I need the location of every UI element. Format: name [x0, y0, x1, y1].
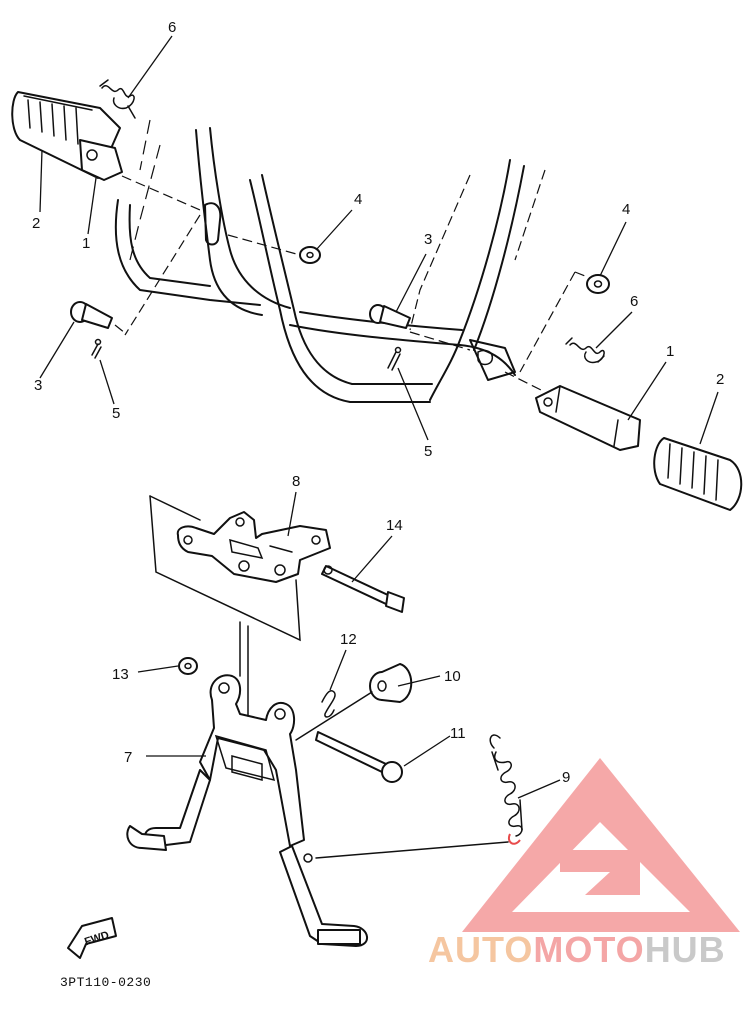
callout-stand-bracket: 8: [292, 473, 300, 490]
guide-box-bracket: [149, 495, 301, 642]
spring-right: [565, 337, 605, 364]
bracket-bolt: [321, 565, 405, 613]
callout-stand-spring: 9: [562, 769, 570, 786]
callout-cotter-pin-left: 5: [112, 405, 120, 422]
callout-washer-right: 4: [622, 201, 630, 218]
watermark-text: AUTOMOTOHUB: [428, 929, 726, 970]
plain-washer: [178, 657, 198, 675]
watermark-logo: [462, 758, 740, 932]
pin-right: [369, 304, 411, 329]
callout-pin-right: 3: [424, 231, 432, 248]
stand-stopper: [369, 663, 413, 703]
main-stand: [126, 674, 368, 947]
pin-left: [70, 301, 113, 329]
frame-outline: [114, 127, 525, 403]
footrest-left: [79, 139, 123, 181]
callout-bracket-bolt: 14: [386, 517, 403, 534]
callout-footrest-cover-left: 2: [32, 215, 40, 232]
washer-left: [299, 246, 321, 264]
callout-clip: 12: [340, 631, 357, 648]
callout-shaft-bolt: 11: [450, 725, 466, 742]
watermark-hub: HUB: [645, 929, 726, 970]
callout-spring-right: 6: [630, 293, 638, 310]
footrest-right: [535, 385, 641, 451]
leader-lines: [39, 35, 719, 799]
callout-cotter-pin-right: 5: [424, 443, 432, 460]
drawing-code: 3PT110-0230: [60, 975, 151, 990]
watermark-moto: MOTO: [533, 929, 644, 970]
stand-bracket: [176, 511, 331, 583]
callout-stand-stopper: 10: [444, 668, 461, 685]
callout-footrest-right: 1: [666, 343, 674, 360]
lower-guide-lines: [239, 621, 509, 859]
upper-guide-lines: [114, 119, 596, 393]
callout-plain-washer: 13: [112, 666, 129, 683]
callout-washer-left: 4: [354, 191, 362, 208]
callout-main-stand: 7: [124, 749, 132, 766]
callout-spring-left: 6: [168, 19, 176, 36]
callout-pin-left: 3: [34, 377, 42, 394]
clip: [321, 690, 336, 718]
fwd-arrow: FWD: [67, 917, 117, 959]
callout-footrest-left: 1: [82, 235, 90, 252]
cotter-pin-right: [387, 346, 402, 371]
footrest-cover-right: [653, 437, 743, 511]
watermark-auto: AUTO: [428, 929, 533, 970]
callout-footrest-cover-right: 2: [716, 371, 724, 388]
cotter-pin-left: [91, 338, 102, 359]
shaft-bolt: [315, 731, 403, 783]
stand-spring: [489, 734, 523, 845]
washer-right: [586, 274, 610, 294]
